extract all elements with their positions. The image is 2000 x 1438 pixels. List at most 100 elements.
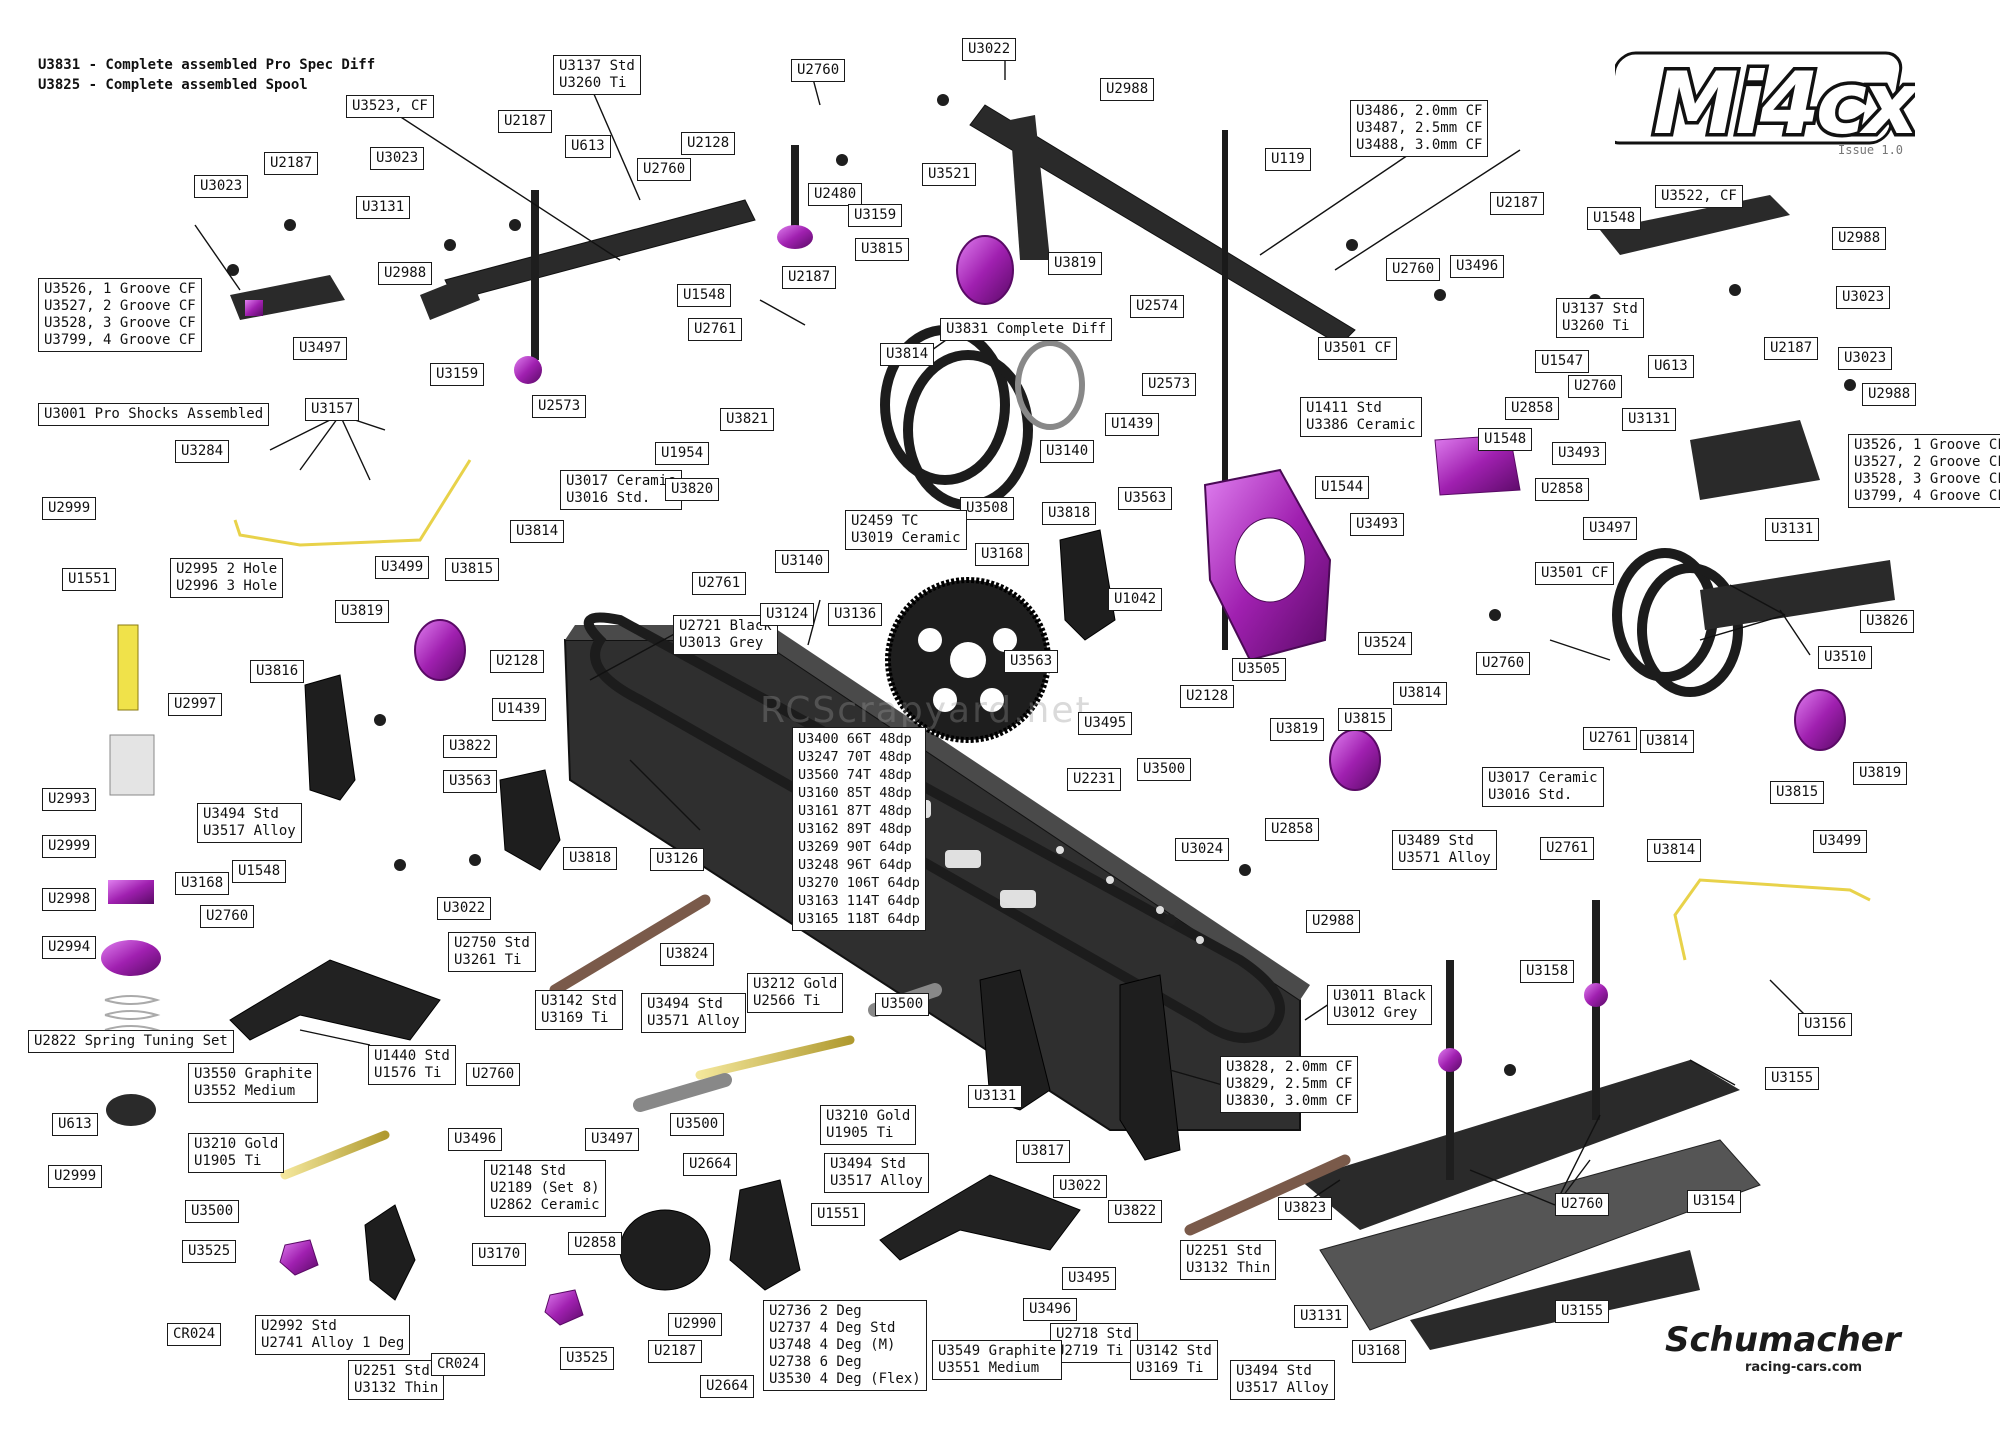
part-code: U3168 (981, 546, 1024, 562)
part-code: U3814 (1399, 685, 1442, 701)
part-label-u3501-a: U3501 CF (1318, 337, 1398, 360)
part-code: U3505 (1238, 661, 1281, 677)
part-label-u3493-b: U3493 (1350, 513, 1405, 536)
part-label-u2858-d: U2858 (1265, 818, 1320, 841)
part-code: U3831 Complete Diff (946, 321, 1107, 337)
part-code: U3494 Std (203, 806, 279, 822)
part-label-u3500-b: U3500 (875, 993, 930, 1016)
part-code: U3799, 4 Groove CF (1854, 488, 2000, 504)
part-code: U3826 (1866, 613, 1909, 629)
part-code: U2187 (1770, 340, 1813, 356)
part-label-u3022-c: U3022 (1053, 1175, 1108, 1198)
part-code: U2741 Alloy 1 Deg (261, 1335, 405, 1351)
part-label-u3817: U3817 (1016, 1140, 1071, 1163)
part-code: U3019 Ceramic (851, 530, 961, 546)
part-code: U3528, 3 Groove CF (1854, 471, 2000, 487)
part-code: U3126 (656, 851, 699, 867)
rear-wishbone (229, 959, 441, 1041)
part-label-u3496-b: U3496 (1023, 1298, 1078, 1321)
part-code: U3023 (376, 150, 419, 166)
part-label-u2187-e: U2187 (1490, 192, 1545, 215)
part-code: U3819 (341, 603, 384, 619)
part-code: U3530 4 Deg (Flex) (769, 1371, 921, 1387)
part-code: U3517 Alloy (830, 1173, 923, 1189)
part-label-u3496-c: U3496 (1450, 255, 1505, 278)
part-code: U2664 (706, 1378, 749, 1394)
mi4cx-logo: Mi4cx (1615, 51, 1915, 155)
part-code: U3162 89T 48dp (798, 821, 912, 837)
part-code: U3154 (1693, 1193, 1736, 1209)
part-label-u3814-b: U3814 (510, 520, 565, 543)
part-label-u2858-a: U2858 (568, 1232, 623, 1255)
part-code: U3487, 2.5mm CF (1356, 120, 1483, 136)
part-code: U3489 Std (1398, 833, 1474, 849)
part-label-u2822: U2822 Spring Tuning Set (28, 1030, 234, 1053)
part-label-u3023-c: U3023 (1836, 286, 1891, 309)
part-label-u3140-b: U3140 (775, 550, 830, 573)
part-code: U2737 4 Deg Std (769, 1320, 896, 1336)
part-label-u3499-b: U3499 (1813, 830, 1868, 853)
part-code: U3159 (854, 207, 897, 223)
part-label-u3816: U3816 (250, 660, 305, 683)
part-code: U3508 (966, 500, 1009, 516)
motor-mount (1203, 468, 1332, 662)
part-code: U2128 (687, 135, 730, 151)
part-label-u2988-b: U2988 (378, 262, 433, 285)
part-code: U3814 (886, 346, 929, 362)
part-code: U3131 (1771, 521, 1814, 537)
part-code: U3260 Ti (559, 75, 627, 91)
part-code: U3550 Graphite (194, 1066, 313, 1082)
part-code: U1439 (1111, 416, 1154, 432)
part-label-u3563-a: U3563 (1118, 487, 1173, 510)
part-code: U3527, 2 Groove CF (44, 298, 196, 314)
part-label-u3525-b: U3525 (560, 1347, 615, 1370)
part-label-u3814-e: U3814 (1647, 839, 1702, 862)
part-code: U3486, 2.0mm CF (1356, 103, 1483, 119)
part-code: U3821 (726, 411, 769, 427)
part-code: U2760 (1392, 261, 1435, 277)
part-label-u3156: U3156 (1798, 1013, 1853, 1036)
part-code: U2760 (1561, 1196, 1604, 1212)
part-label-u3823: U3823 (1278, 1197, 1333, 1220)
part-code: U3823 (1284, 1200, 1327, 1216)
part-code: U2574 (1136, 298, 1179, 314)
part-code: U2990 (674, 1316, 717, 1332)
part-label-u3814-a: U3814 (880, 343, 935, 366)
part-code: U3158 (1526, 963, 1569, 979)
part-code: U3500 (191, 1203, 234, 1219)
part-label-u3154: U3154 (1687, 1190, 1742, 1213)
part-label-u3159-b: U3159 (430, 363, 485, 386)
part-label-u3826: U3826 (1860, 610, 1915, 633)
part-label-u3495-b: U3495 (1062, 1267, 1117, 1290)
part-code: U3210 Gold (194, 1136, 279, 1152)
part-code: U3494 Std (647, 996, 723, 1012)
part-label-u2988-d: U2988 (1862, 383, 1917, 406)
part-label-u3820: U3820 (665, 478, 720, 501)
part-label-u3023-b: U3023 (370, 147, 425, 170)
part-code: U3510 (1824, 649, 1867, 665)
part-label-u3819-d: U3819 (1853, 762, 1908, 785)
top-deck-front (969, 104, 1356, 346)
part-code: U3822 (1114, 1203, 1157, 1219)
part-code: CR024 (173, 1326, 216, 1342)
part-label-u3168-c: U3168 (1352, 1340, 1407, 1363)
part-code: U2995 2 Hole (176, 561, 278, 577)
part-code: U3012 Grey (1333, 1005, 1418, 1021)
part-label-cr024-a: CR024 (167, 1323, 222, 1346)
part-code: U2231 (1073, 771, 1116, 787)
part-code: U2988 (1838, 230, 1881, 246)
part-code: U3525 (566, 1350, 609, 1366)
part-code: U3023 (1844, 350, 1887, 366)
part-code: U3131 (362, 199, 405, 215)
